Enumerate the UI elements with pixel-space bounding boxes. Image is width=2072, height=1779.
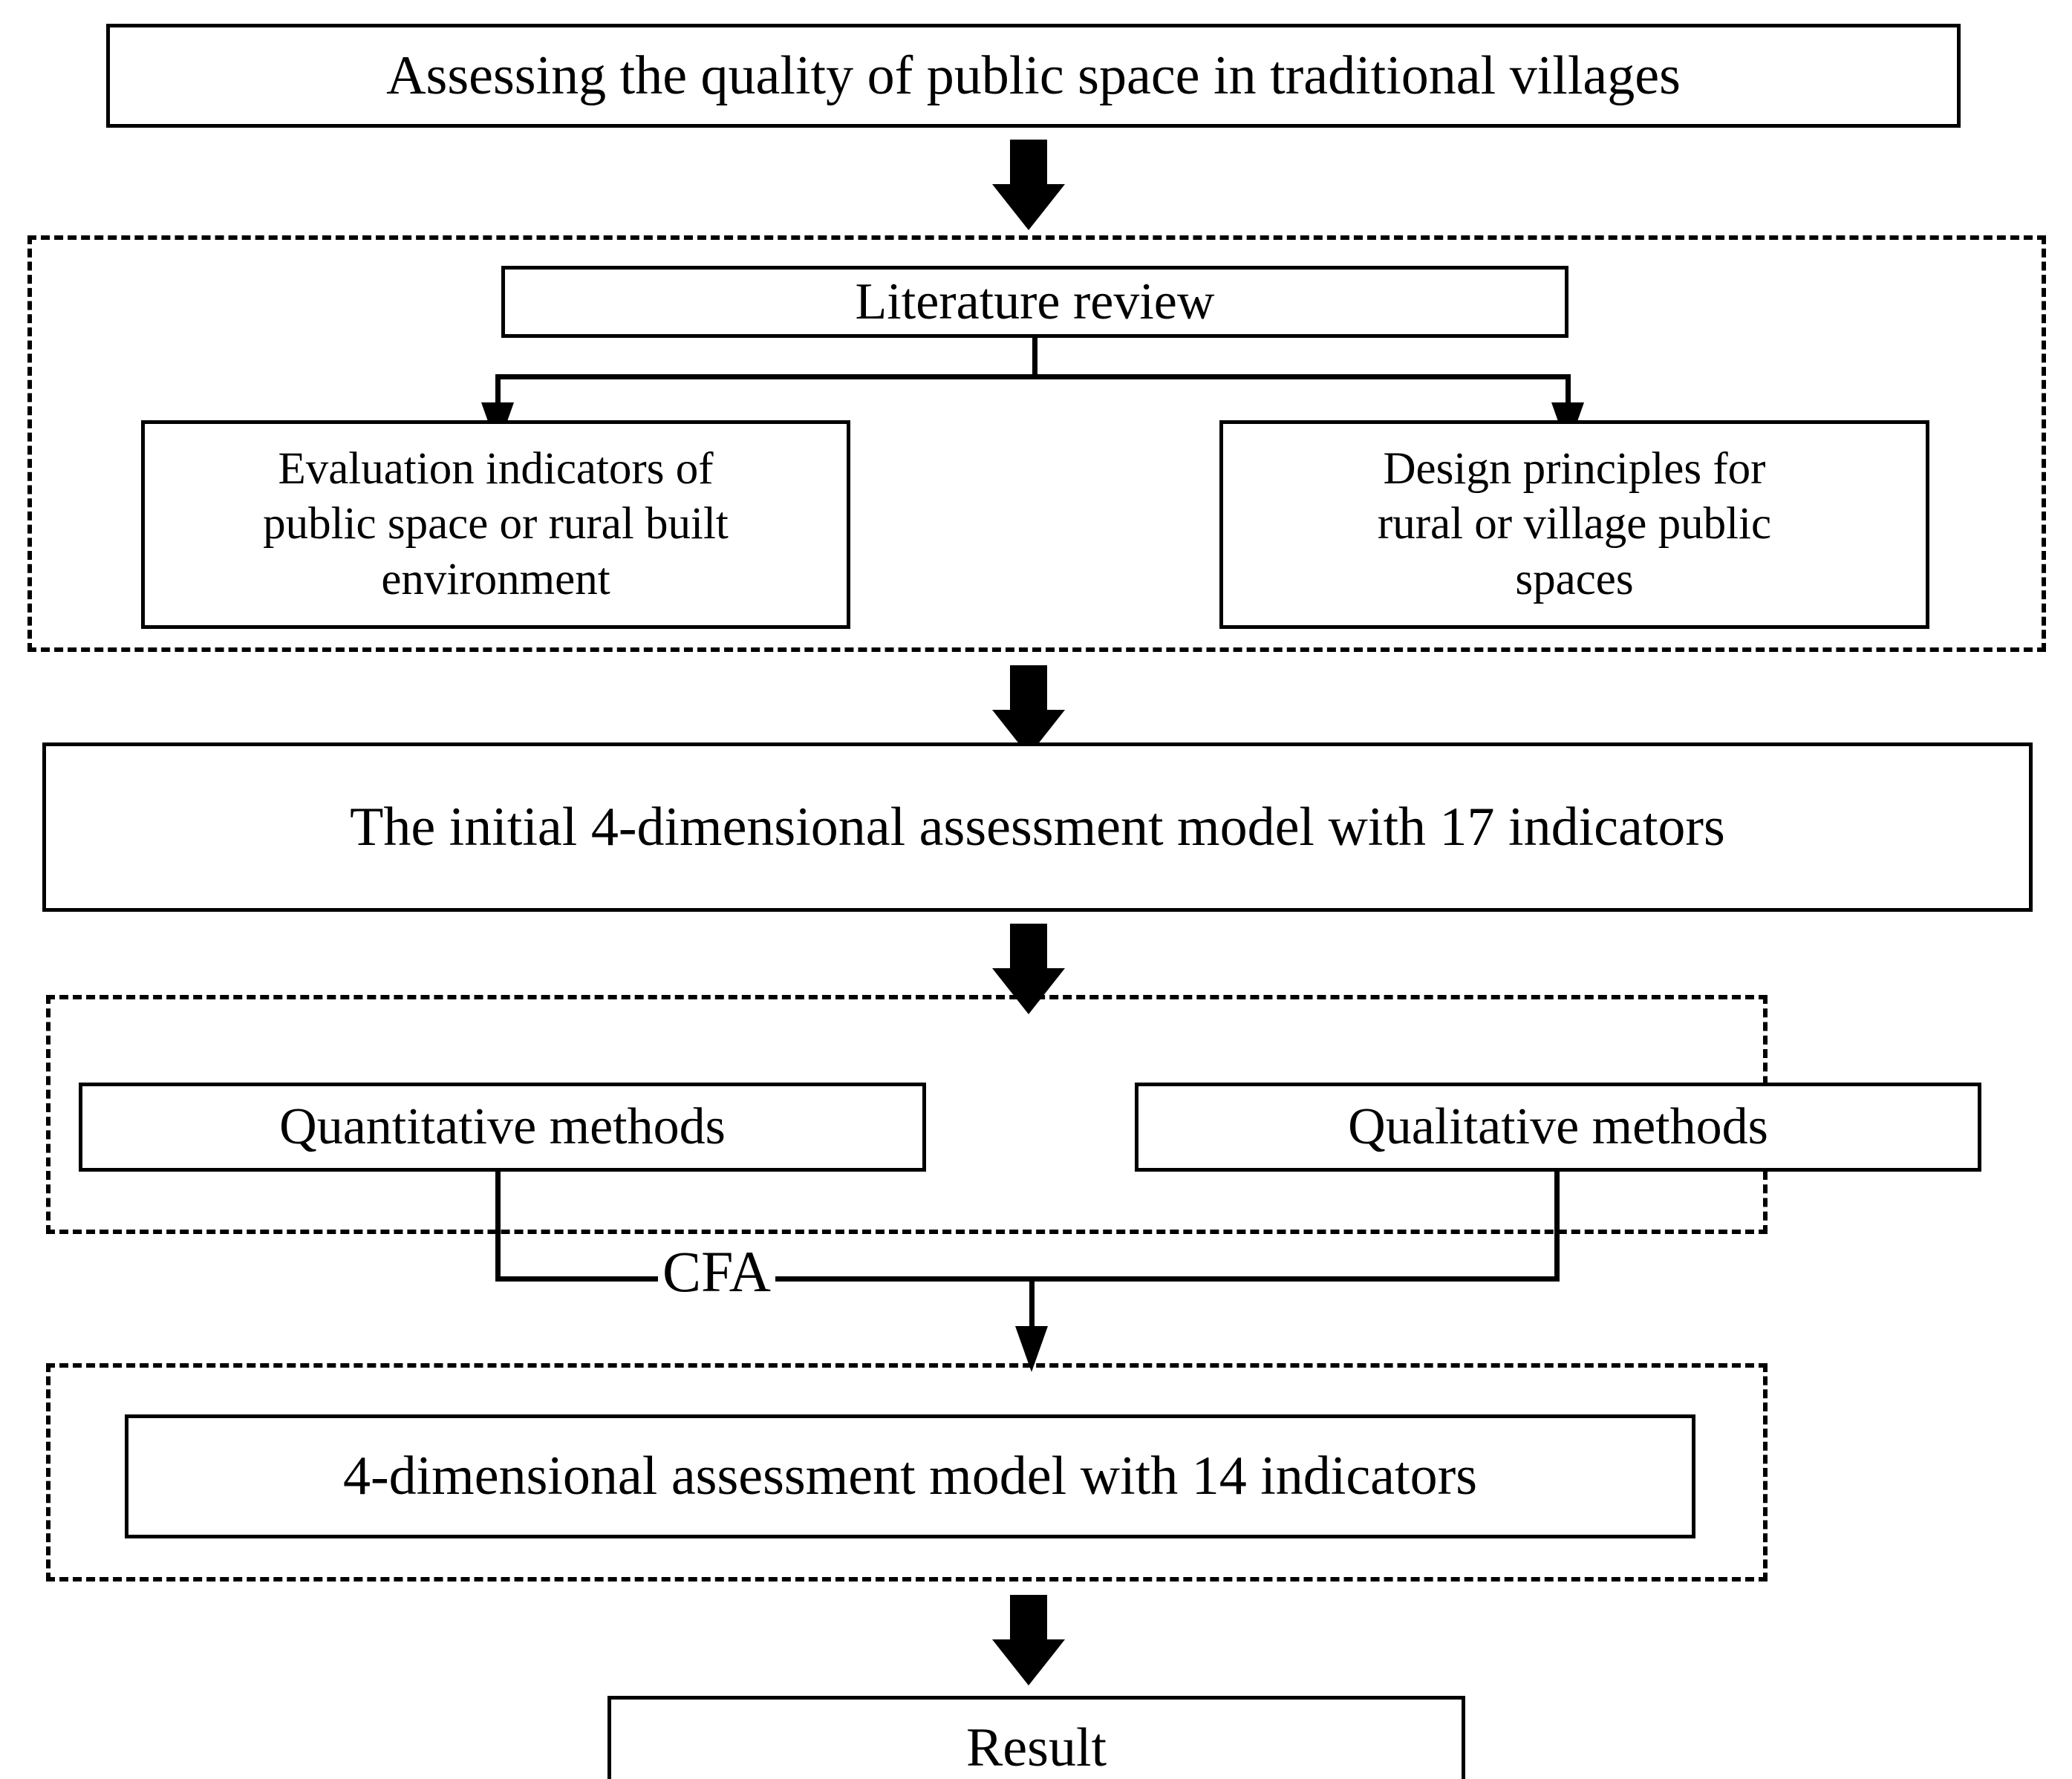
node-evaluation-indicators-label: Evaluation indicators of public space or… [263,443,729,604]
connector-cfa-bus [495,1276,1560,1282]
cfa-merge-label: CFA [658,1243,775,1301]
connector-literature-bus [495,374,1571,379]
arrow-initial-model-to-methods [991,924,1066,1014]
node-result: Result [607,1696,1465,1779]
node-quantitative-methods-label: Quantitative methods [279,1098,726,1156]
node-evaluation-indicators: Evaluation indicators of public space or… [141,420,850,629]
connector-qualitative-drop [1554,1170,1560,1282]
node-qualitative-methods-label: Qualitative methods [1348,1098,1768,1156]
node-final-assessment-model: 4-dimensional assessment model with 14 i… [125,1414,1695,1538]
arrow-head [992,1639,1065,1685]
node-title-assessing-quality: Assessing the quality of public space in… [106,24,1961,128]
arrow-head [992,184,1065,230]
node-result-label: Result [965,1717,1107,1778]
connector-literature-stem [1032,338,1037,379]
node-design-principles-label: Design principles for rural or village p… [1377,443,1772,604]
arrow-shaft [1010,1595,1047,1641]
group-final-model [46,1363,1768,1581]
node-initial-assessment-model-label: The initial 4-dimensional assessment mod… [350,796,1725,858]
arrow-final-model-to-result [991,1595,1066,1685]
node-design-principles: Design principles for rural or village p… [1219,420,1929,629]
arrow-title-to-literature [991,140,1066,230]
node-title-label: Assessing the quality of public space in… [386,45,1681,106]
node-literature-review: Literature review [501,266,1568,338]
group-literature-review [27,235,2046,652]
node-qualitative-methods: Qualitative methods [1135,1083,1981,1172]
node-literature-review-label: Literature review [855,272,1215,330]
connector-quantitative-drop [495,1170,501,1282]
arrow-head [992,968,1065,1014]
node-final-assessment-model-label: 4-dimensional assessment model with 14 i… [342,1446,1478,1507]
node-initial-assessment-model: The initial 4-dimensional assessment mod… [42,742,2033,912]
connector-literature-left-drop [495,374,501,407]
node-quantitative-methods: Quantitative methods [79,1083,926,1172]
connector-literature-right-drop [1566,374,1571,407]
arrow-shaft [1010,665,1047,711]
arrow-shaft [1010,924,1047,970]
arrow-shaft [1010,140,1047,186]
connector-cfa-stem [1029,1276,1035,1345]
